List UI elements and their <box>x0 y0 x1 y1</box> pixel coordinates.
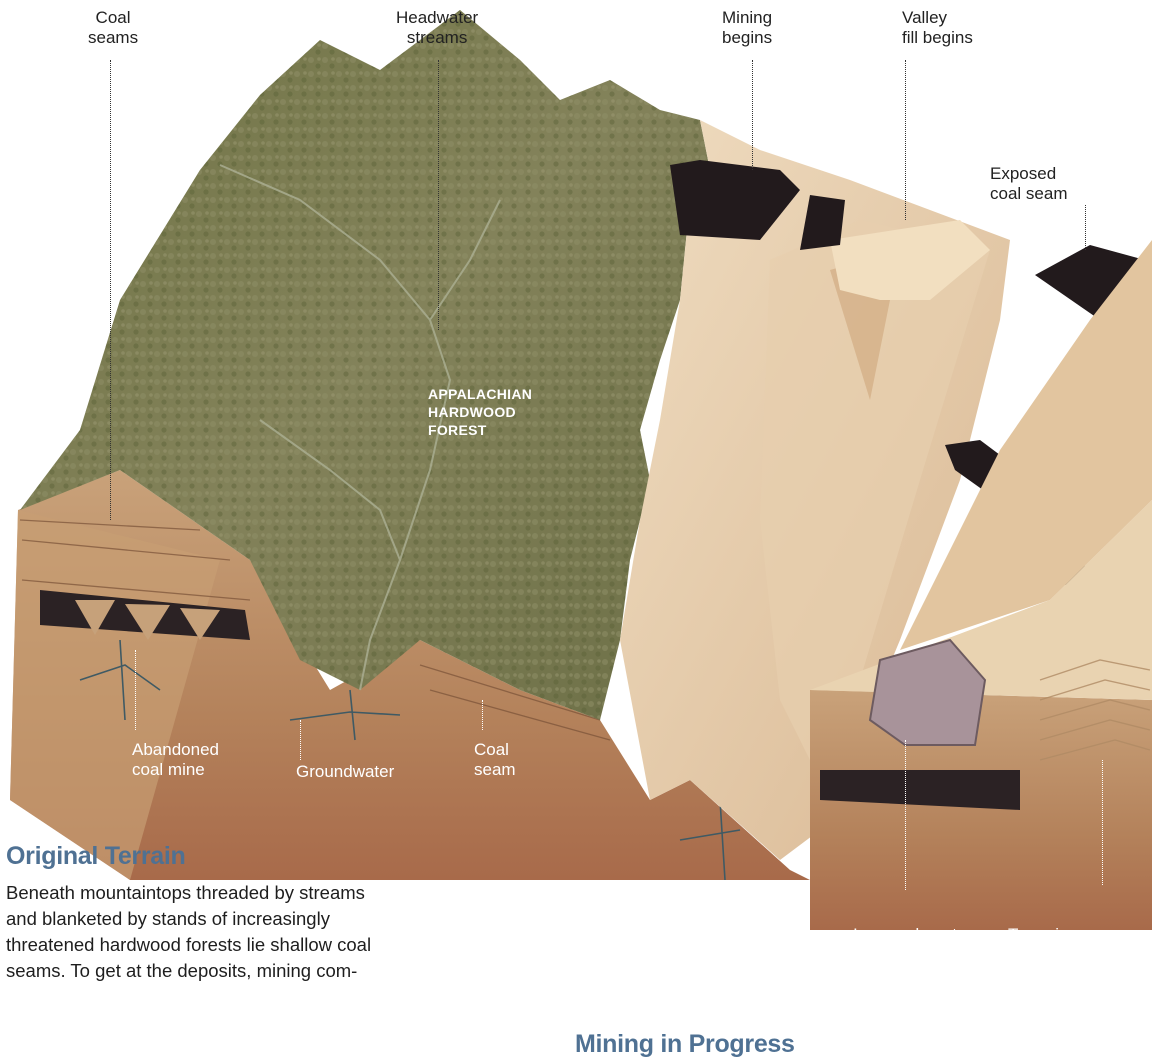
leader-abandoned-mine <box>135 650 136 730</box>
leader-groundwater <box>300 720 301 760</box>
leader-exposed-coal-seam <box>1085 205 1086 250</box>
leader-coal-seams <box>110 60 111 520</box>
caption-original-terrain: Beneath mountaintops threaded by streams… <box>6 880 526 984</box>
label-forest: APPALACHIAN HARDWOOD FOREST <box>428 385 532 439</box>
label-headwater-streams: Headwater streams <box>396 8 478 48</box>
leader-valley-fill <box>905 60 906 220</box>
leader-mining-begins <box>752 60 753 170</box>
label-mining-begins: Mining begins <box>722 8 772 48</box>
label-terracing-valley-fill: Terracing valley-fill deposits <box>1008 925 1078 985</box>
title-mining-in-progress: Mining in Progress <box>575 1030 795 1059</box>
leader-headwater-streams <box>438 60 439 330</box>
label-impoundment-pond: Impoundment pond <box>853 925 957 965</box>
label-coal-seam: Coal seam <box>474 740 516 780</box>
label-abandoned-coal-mine: Abandoned coal mine <box>132 740 219 780</box>
leader-impoundment <box>905 740 906 890</box>
leader-coal-seam <box>482 700 483 730</box>
label-valley-fill-begins: Valley fill begins <box>902 8 973 48</box>
soil-block-mining <box>810 690 1152 930</box>
leader-terracing <box>1102 760 1103 885</box>
label-exposed-coal-seam: Exposed coal seam <box>990 164 1067 204</box>
title-original-terrain: Original Terrain <box>6 842 186 871</box>
label-groundwater: Groundwater <box>296 762 394 782</box>
label-coal-seams: Coal seams <box>88 8 138 48</box>
